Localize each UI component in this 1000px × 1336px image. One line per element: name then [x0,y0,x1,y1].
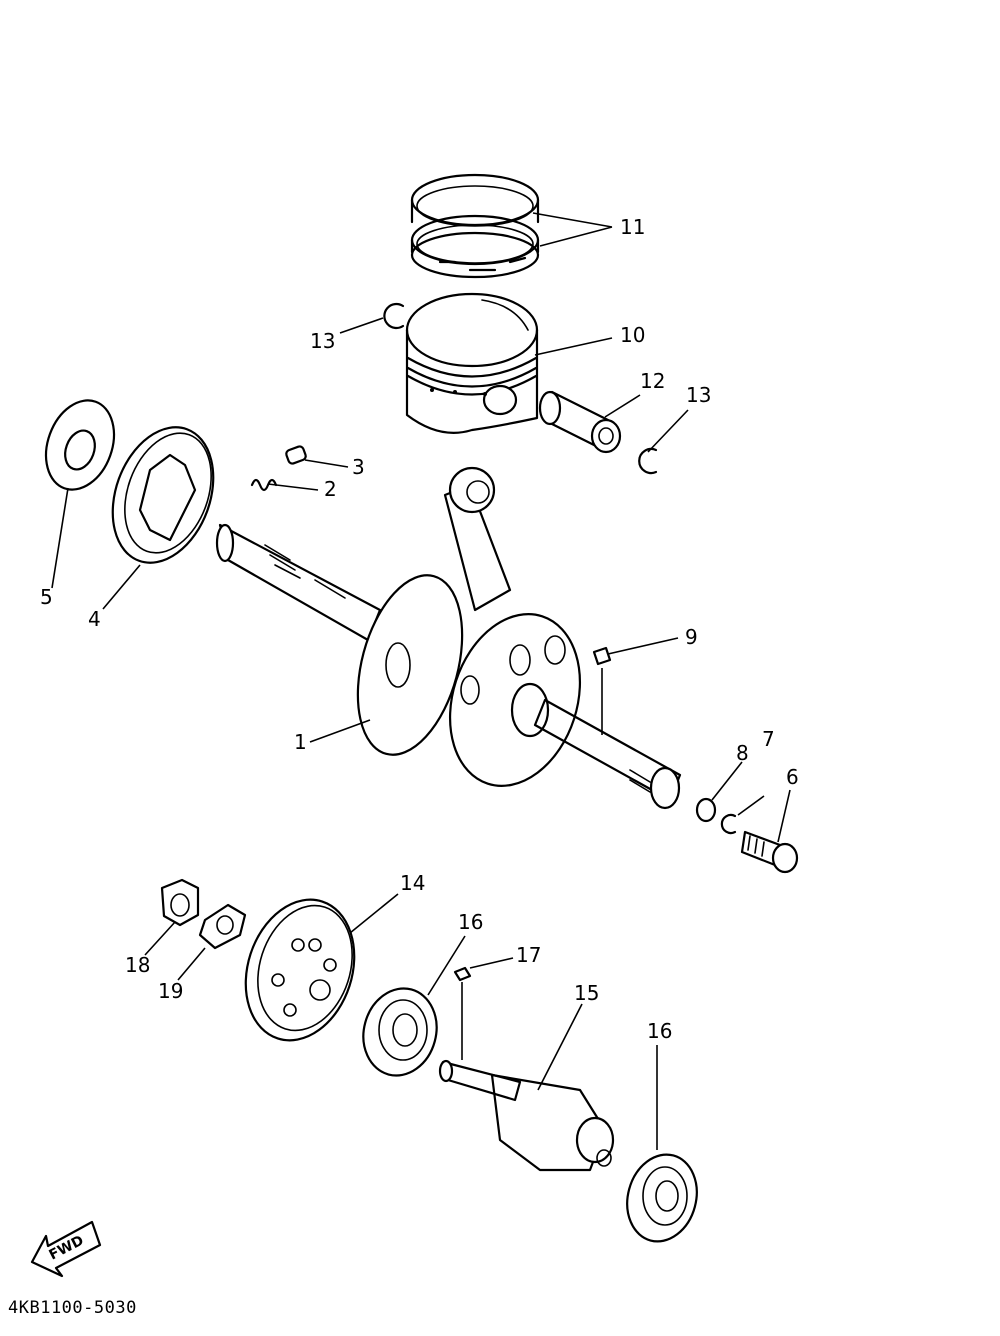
washer [695,797,717,823]
leader-lines [51,212,791,1150]
bolt [740,830,799,874]
callout-12: 12 [640,369,665,393]
balancer-shaft [438,1059,615,1172]
bearing-lower [626,1153,698,1243]
drive-gear [111,426,215,564]
callout-13-right: 13 [686,383,711,407]
callout-15: 15 [574,981,599,1005]
circlip-right [638,447,658,475]
callout-16-lower: 16 [647,1019,672,1043]
crankshaft [215,466,682,810]
circlip-left [383,302,405,330]
callout-13-left: 13 [310,329,335,353]
callout-5: 5 [40,585,53,609]
balancer-key [453,966,472,982]
woodruff-key [592,646,612,666]
callout-16-upper: 16 [458,910,483,934]
callout-8: 8 [736,741,749,765]
callout-18: 18 [125,953,150,977]
callout-7: 7 [762,727,775,751]
callout-19: 19 [158,979,183,1003]
callout-labels: 1 2 3 4 5 6 7 8 9 10 11 12 13 13 14 15 1… [40,215,799,1043]
callout-3: 3 [352,455,365,479]
balancer-gear [244,898,356,1042]
nut [160,878,200,927]
lock-washer [198,903,247,950]
callout-1: 1 [294,730,307,754]
callout-4: 4 [88,607,101,631]
callout-9: 9 [685,625,698,649]
callout-2: 2 [324,477,337,501]
callout-14: 14 [400,871,425,895]
piston-rings [410,173,540,279]
circlip-small [720,813,737,835]
piston [405,292,539,434]
callout-10: 10 [620,323,645,347]
part-code: 4KB1100-5030 [8,1298,137,1318]
piston-pin [538,390,622,454]
shim-washer [44,399,116,491]
bearing-upper [362,987,438,1077]
callout-6: 6 [786,765,799,789]
callout-17: 17 [516,943,541,967]
callout-11: 11 [620,215,645,239]
pin-and-spring [250,445,307,492]
fwd-arrow: FWD [30,1220,102,1278]
